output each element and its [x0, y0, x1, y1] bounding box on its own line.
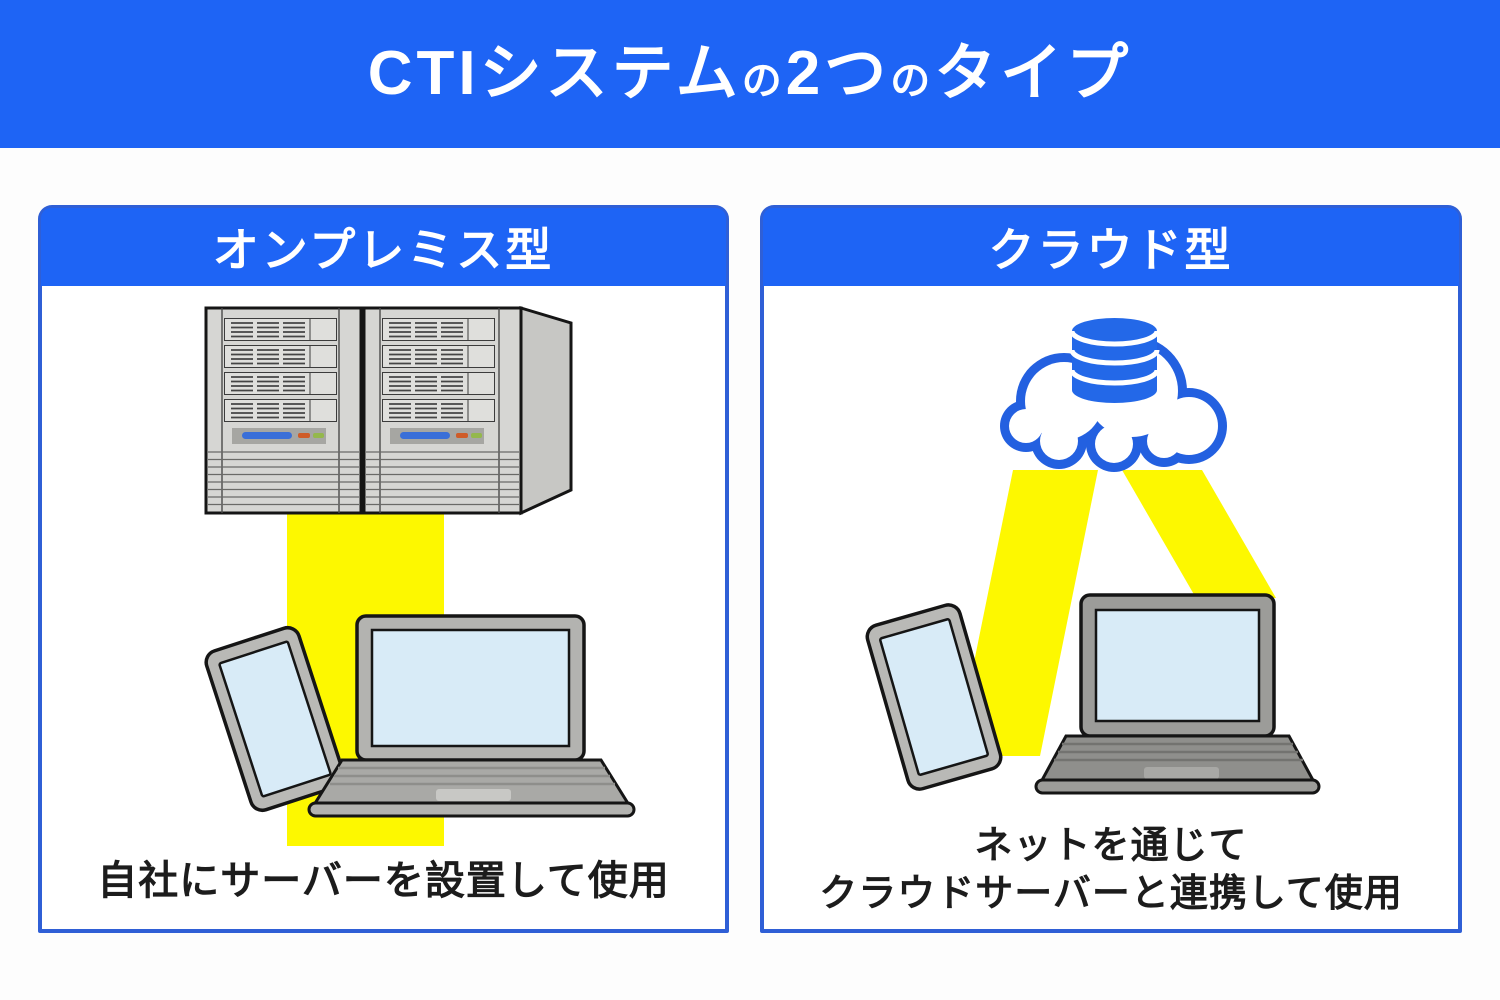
- page-title-part: の: [741, 59, 786, 103]
- connection-beam-right: [1122, 470, 1276, 598]
- title-banner: CTIシステムの2つのタイプ: [0, 0, 1500, 148]
- cloud-card-body: ネットを通じて クラウドサーバーと連携して使用: [764, 286, 1458, 928]
- server-rack-icon: [204, 305, 573, 516]
- onpremise-card-header: オンプレミス型: [41, 208, 726, 286]
- cloud-caption-line1: ネットを通じて: [974, 825, 1248, 867]
- onpremise-card-body: 自社にサーバーを設置して使用: [42, 286, 725, 928]
- onpremise-card: オンプレミス型: [38, 205, 729, 933]
- laptop-icon: [1034, 593, 1321, 795]
- cloud-database-icon: [1000, 318, 1227, 472]
- onpremise-caption: 自社にサーバーを設置して使用: [97, 859, 670, 903]
- page-title-part: CTIシステム: [367, 39, 742, 108]
- cloud-card-title: クラウド型: [988, 224, 1234, 276]
- onpremise-card-title: オンプレミス型: [212, 224, 555, 276]
- tablet-icon: [865, 603, 1003, 791]
- cloud-caption-line2: クラウドサーバーと連携して使用: [819, 872, 1403, 915]
- cloud-card: クラウド型: [760, 205, 1462, 933]
- page-title-part: タイプ: [934, 39, 1133, 108]
- page-title-part: 2つ: [785, 39, 891, 108]
- server-control-panel: [232, 428, 484, 444]
- tablet-icon: [204, 625, 346, 813]
- laptop-icon: [307, 614, 636, 818]
- page-title: CTIシステムの2つのタイプ: [368, 43, 1133, 105]
- cloud-illustration: [865, 318, 1321, 795]
- cloud-card-header: クラウド型: [763, 208, 1459, 286]
- connection-beam-left: [955, 470, 1098, 756]
- cloud-caption: ネットを通じて クラウドサーバーと連携して使用: [764, 823, 1458, 918]
- onpremise-illustration: [204, 305, 636, 846]
- server-vents: [208, 451, 519, 506]
- page-title-part: の: [890, 59, 935, 103]
